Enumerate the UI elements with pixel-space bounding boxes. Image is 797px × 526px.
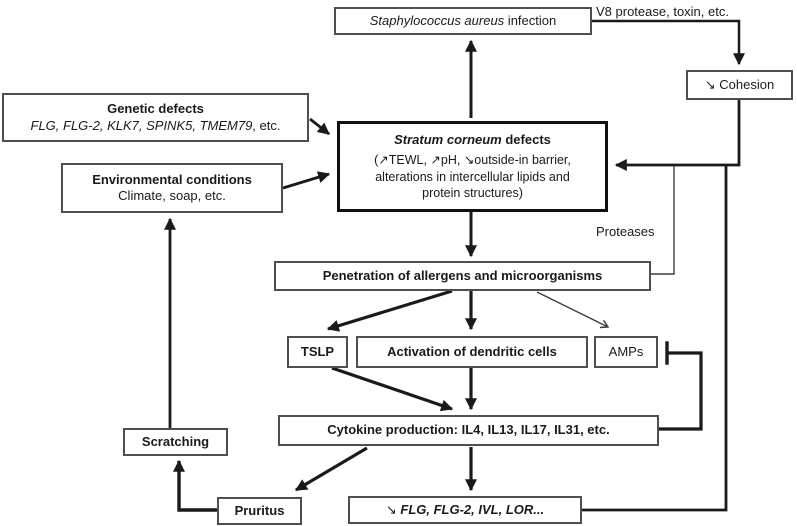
- environmental-conditions-subtitle: Climate, soap, etc.: [118, 188, 226, 203]
- staph-infection-label: Staphylococcus aureus infection: [369, 12, 557, 28]
- environmental-conditions-title: Environmental conditions: [92, 171, 252, 187]
- arrow-tslp-to-cytokine: [331, 366, 454, 412]
- tslp-box: TSLP: [287, 336, 348, 368]
- arrow-penetration-to-amps: [536, 291, 610, 329]
- stratum-corneum-defects-box: Stratum corneum defects (↗TEWL, ↗pH, ↘ou…: [337, 121, 608, 212]
- genetic-defects-box: Genetic defects FLG, FLG-2, KLK7, SPINK5…: [2, 93, 309, 142]
- arrow-environment-to-stratum: [282, 171, 331, 190]
- line-proteases: [650, 166, 675, 275]
- proteases-label: Proteases: [596, 224, 655, 239]
- staph-infection-box: Staphylococcus aureus infection: [334, 7, 592, 35]
- penetration-label: Penetration of allergens and microorgani…: [322, 267, 603, 283]
- line-cytokine-to-amps-inhibit: [657, 351, 703, 431]
- line-flg-to-stratum: [582, 164, 728, 512]
- cohesion-label: ↘ Cohesion: [704, 76, 775, 92]
- flg-decrease-box: ↘ FLG, FLG-2, IVL, LOR...: [348, 496, 582, 524]
- arrow-cytokine-to-pruritus: [294, 446, 368, 492]
- stratum-corneum-body-line2: alterations in intercellular lipids and: [375, 169, 570, 184]
- pruritus-box: Pruritus: [217, 497, 302, 525]
- arrow-staph-to-cohesion: [592, 19, 745, 66]
- penetration-box: Penetration of allergens and microorgani…: [274, 261, 651, 291]
- dendritic-cells-label: Activation of dendritic cells: [387, 343, 557, 359]
- cytokine-production-box: Cytokine production: IL4, IL13, IL17, IL…: [278, 415, 659, 446]
- stratum-corneum-body-line3: protein structures): [422, 185, 523, 200]
- v8-protease-label: V8 protease, toxin, etc.: [596, 4, 729, 19]
- amps-box: AMPs: [594, 336, 658, 368]
- tslp-label: TSLP: [300, 343, 335, 359]
- arrow-cohesion-to-stratum: [614, 100, 741, 171]
- scratching-box: Scratching: [123, 428, 228, 456]
- genetic-defects-title: Genetic defects: [107, 101, 204, 117]
- scratching-label: Scratching: [141, 433, 210, 449]
- stratum-corneum-body-line1: (↗TEWL, ↗pH, ↘outside-in barrier,: [374, 153, 571, 168]
- dendritic-cells-box: Activation of dendritic cells: [356, 336, 588, 368]
- arrow-penetration-to-tslp: [326, 289, 453, 332]
- cohesion-box: ↘ Cohesion: [686, 70, 793, 100]
- pruritus-label: Pruritus: [234, 502, 285, 518]
- environmental-conditions-box: Environmental conditions Climate, soap, …: [61, 163, 283, 213]
- arrow-pruritus-to-scratching: [173, 459, 217, 512]
- genetic-defects-genes: FLG, FLG-2, KLK7, SPINK5, TMEM79, etc.: [30, 117, 281, 133]
- stratum-corneum-title: Stratum corneum defects: [394, 132, 551, 147]
- down-right-arrow-icon: ↘: [385, 501, 401, 517]
- cytokine-production-label: Cytokine production: IL4, IL13, IL17, IL…: [327, 422, 610, 438]
- arrow-genetic-to-stratum: [309, 117, 330, 136]
- flg-decrease-label: ↘ FLG, FLG-2, IVL, LOR...: [385, 501, 545, 517]
- amps-label: AMPs: [608, 343, 644, 359]
